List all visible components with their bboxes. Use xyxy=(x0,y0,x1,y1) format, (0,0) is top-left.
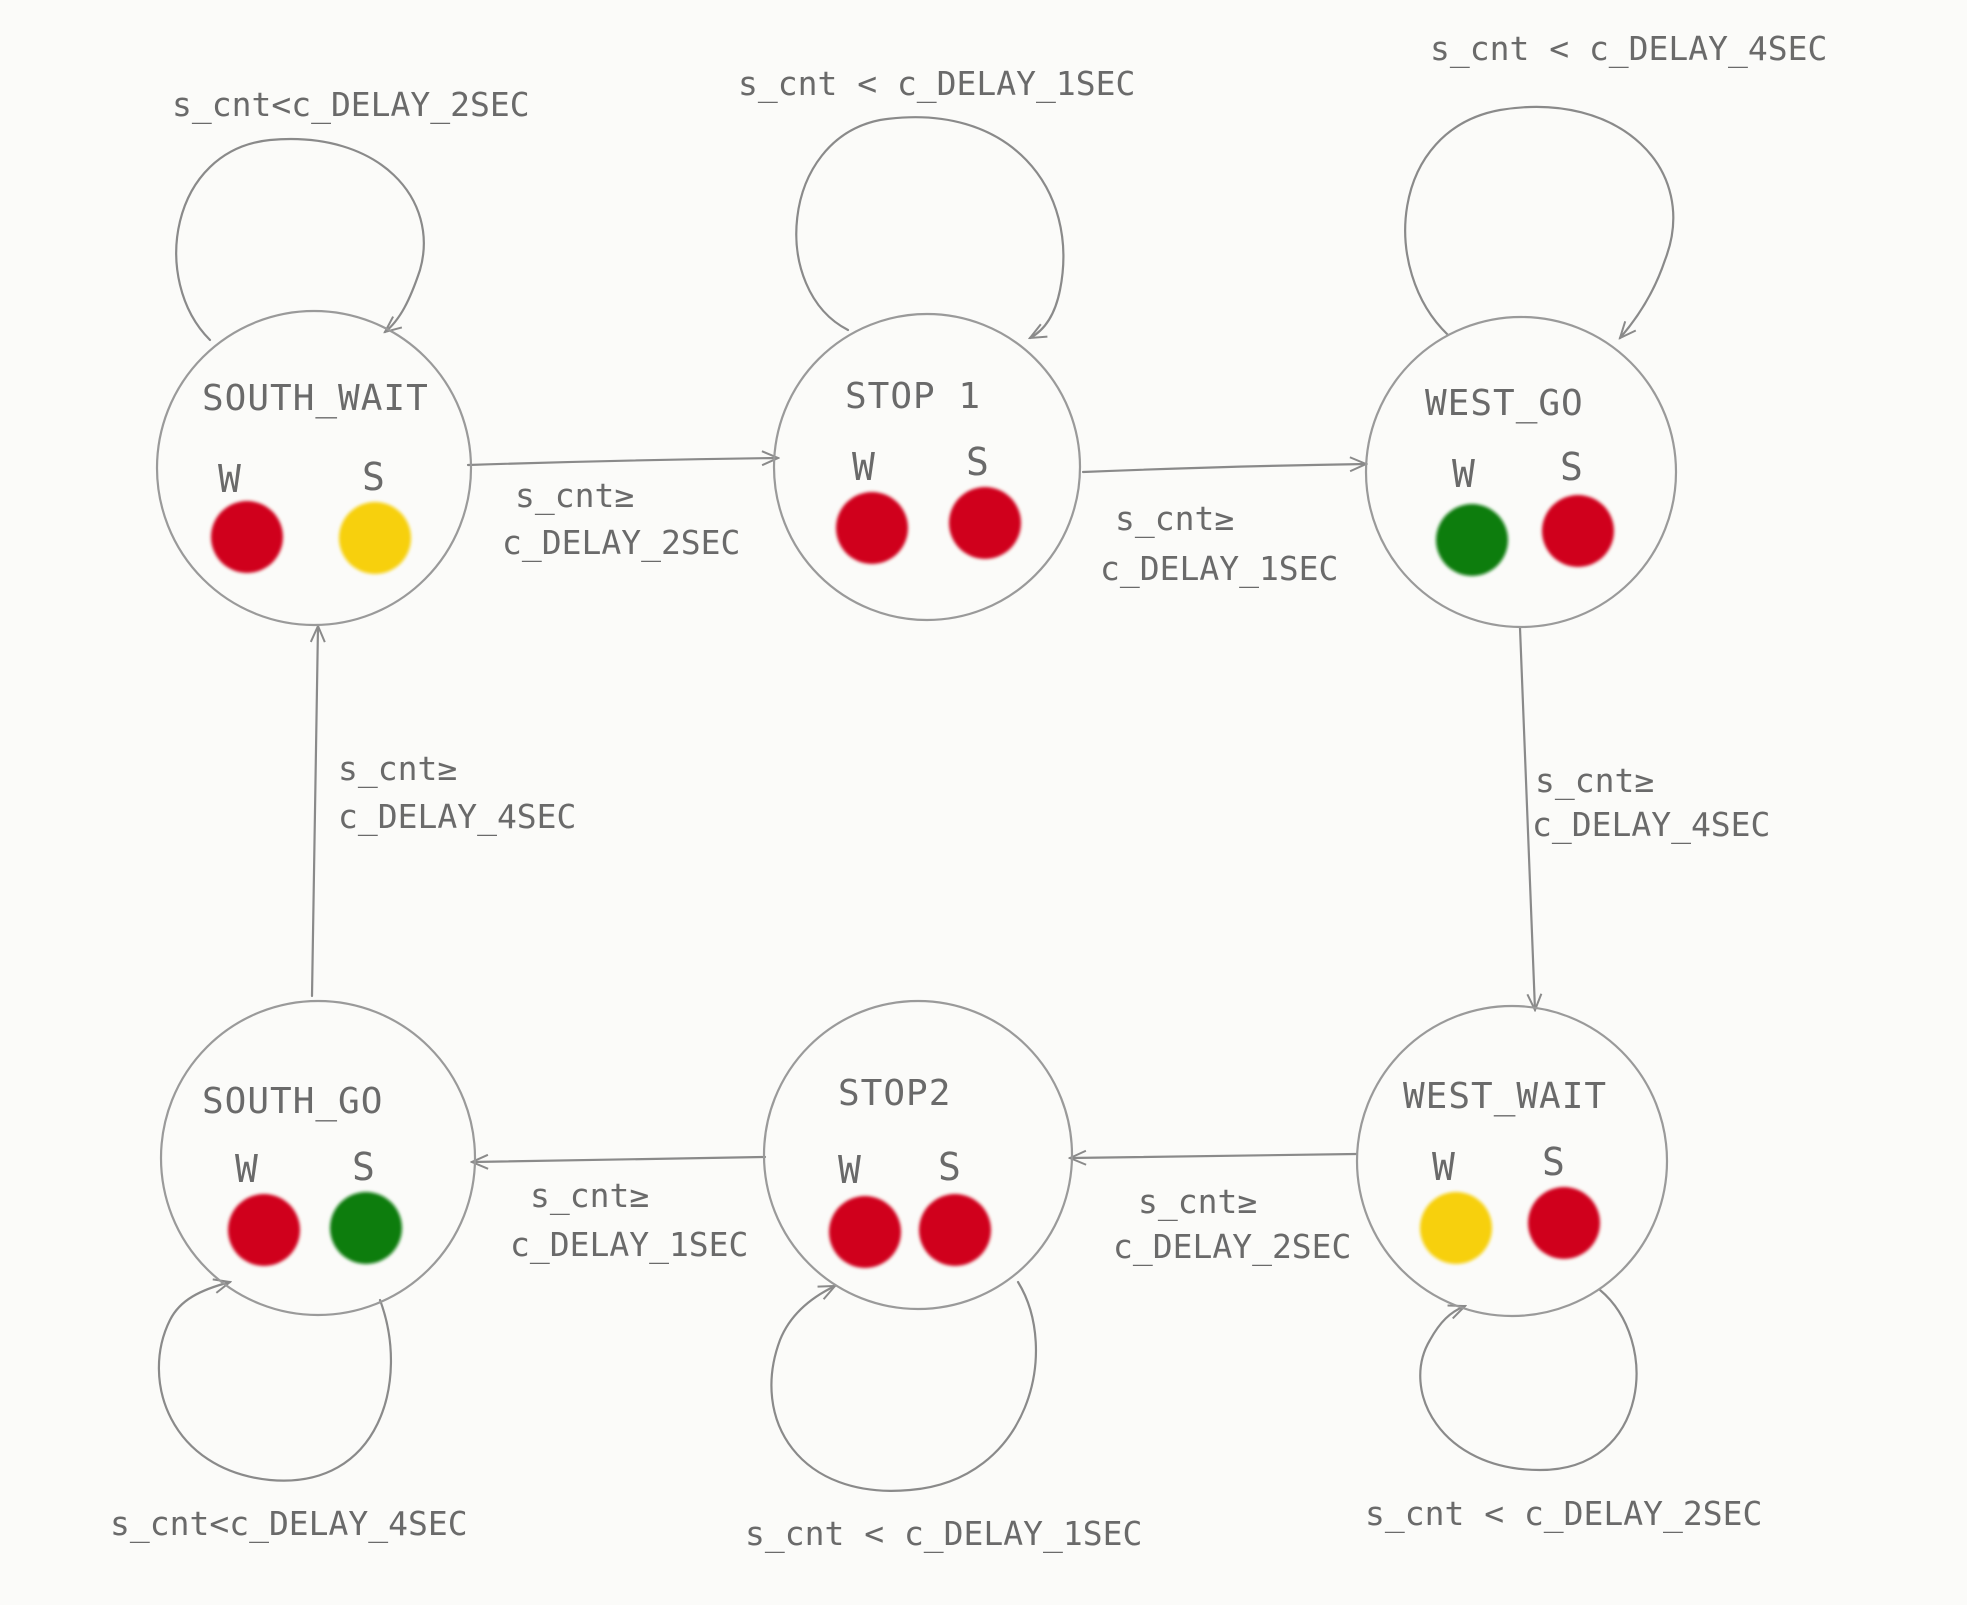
state-name: STOP2 xyxy=(838,1073,951,1114)
edge-arrow xyxy=(1070,1154,1358,1158)
transition-label-line1: s_cnt≥ xyxy=(1138,1182,1257,1222)
west-lamp-label: W xyxy=(852,445,875,489)
state-name: SOUTH_GO xyxy=(202,1081,383,1122)
state-name: STOP 1 xyxy=(845,376,981,417)
south-light-red xyxy=(949,487,1021,559)
west-light-yellow xyxy=(1420,1192,1492,1264)
transition-label-line2: c_DELAY_4SEC xyxy=(338,797,576,837)
west-light-red xyxy=(211,501,283,573)
south-light-green xyxy=(330,1192,402,1264)
transition-label-line2: c_DELAY_2SEC xyxy=(502,523,740,563)
south-lamp-label: S xyxy=(362,455,385,499)
self-loop-south-wait: s_cnt<c_DELAY_2SEC xyxy=(172,85,530,342)
self-loop-west-go: s_cnt < c_DELAY_4SEC xyxy=(1404,29,1827,338)
state-circle xyxy=(155,309,473,627)
loop-arrow xyxy=(770,1280,1037,1492)
state-name: WEST_GO xyxy=(1425,383,1584,424)
transition-label-line1: s_cnt≥ xyxy=(515,476,634,516)
south-light-yellow xyxy=(339,502,411,574)
transition-label-line1: s_cnt≥ xyxy=(1115,499,1234,539)
state-west-go: WEST_GO W S xyxy=(1364,315,1678,629)
self-loop-label: s_cnt<c_DELAY_4SEC xyxy=(110,1504,468,1544)
south-lamp-label: S xyxy=(938,1145,961,1189)
self-loop-stop2: s_cnt < c_DELAY_1SEC xyxy=(745,1280,1142,1554)
self-loop-label: s_cnt < c_DELAY_1SEC xyxy=(738,64,1135,104)
transition-south-go-to-south-wait: s_cnt≥ c_DELAY_4SEC xyxy=(312,626,576,998)
south-light-red xyxy=(1542,495,1614,567)
self-loop-label: s_cnt < c_DELAY_2SEC xyxy=(1365,1494,1762,1534)
transition-south-wait-to-stop1: s_cnt≥ c_DELAY_2SEC xyxy=(466,458,778,563)
loop-arrow xyxy=(157,1282,392,1482)
west-lamp-label: W xyxy=(1432,1145,1455,1189)
edge-arrow xyxy=(466,458,778,465)
loop-arrow xyxy=(1404,105,1675,338)
south-lamp-label: S xyxy=(352,1145,375,1189)
loop-arrow xyxy=(1419,1288,1638,1472)
edge-arrow xyxy=(1518,626,1535,1010)
transition-west-wait-to-stop2: s_cnt≥ c_DELAY_2SEC xyxy=(1070,1154,1358,1267)
self-loop-label: s_cnt<c_DELAY_2SEC xyxy=(172,85,530,125)
south-light-red xyxy=(1528,1187,1600,1259)
loop-arrow xyxy=(175,137,425,342)
transition-stop1-to-west-go: s_cnt≥ c_DELAY_1SEC xyxy=(1081,464,1366,589)
west-lamp-label: W xyxy=(218,457,241,501)
transition-label-line2: c_DELAY_1SEC xyxy=(510,1225,748,1265)
self-loop-south-go: s_cnt<c_DELAY_4SEC xyxy=(110,1282,468,1544)
south-lamp-label: S xyxy=(1560,445,1583,489)
transition-label-line1: s_cnt≥ xyxy=(1535,761,1654,801)
transition-stop2-to-south-go: s_cnt≥ c_DELAY_1SEC xyxy=(472,1157,767,1265)
state-circle xyxy=(1355,1004,1669,1318)
transition-west-go-to-west-wait: s_cnt≥ c_DELAY_4SEC xyxy=(1518,626,1770,1010)
state-name: WEST_WAIT xyxy=(1403,1076,1607,1117)
edge-arrow xyxy=(1081,464,1366,474)
state-stop2: STOP2 W S xyxy=(762,999,1074,1311)
state-name: SOUTH_WAIT xyxy=(202,378,429,419)
west-lamp-label: W xyxy=(1452,452,1475,496)
west-light-red xyxy=(836,492,908,564)
state-south-wait: SOUTH_WAIT W S xyxy=(155,309,473,627)
edge-arrow xyxy=(312,626,318,998)
west-light-red xyxy=(829,1196,901,1268)
transition-label-line2: c_DELAY_4SEC xyxy=(1532,805,1770,845)
loop-arrow xyxy=(795,116,1065,338)
west-lamp-label: W xyxy=(235,1147,258,1191)
state-circle xyxy=(1364,315,1678,629)
state-west-wait: WEST_WAIT W S xyxy=(1355,1004,1669,1318)
state-circle xyxy=(772,312,1082,622)
west-lamp-label: W xyxy=(838,1148,861,1192)
transition-label-line2: c_DELAY_1SEC xyxy=(1100,549,1338,589)
west-light-red xyxy=(228,1194,300,1266)
transition-label-line1: s_cnt≥ xyxy=(338,749,457,789)
edge-arrow xyxy=(472,1157,767,1162)
self-loop-west-wait: s_cnt < c_DELAY_2SEC xyxy=(1365,1288,1762,1534)
self-loop-stop1: s_cnt < c_DELAY_1SEC xyxy=(738,64,1135,338)
transition-label-line1: s_cnt≥ xyxy=(530,1176,649,1216)
transition-label-line2: c_DELAY_2SEC xyxy=(1113,1227,1351,1267)
state-circle xyxy=(159,999,477,1317)
state-circle xyxy=(762,999,1074,1311)
self-loop-label: s_cnt < c_DELAY_1SEC xyxy=(745,1514,1142,1554)
south-lamp-label: S xyxy=(1542,1140,1565,1184)
west-light-green xyxy=(1436,504,1508,576)
state-south-go: SOUTH_GO W S xyxy=(159,999,477,1317)
south-lamp-label: S xyxy=(966,440,989,484)
south-light-red xyxy=(919,1194,991,1266)
self-loop-label: s_cnt < c_DELAY_4SEC xyxy=(1430,29,1827,69)
state-stop1: STOP 1 W S xyxy=(772,312,1082,622)
